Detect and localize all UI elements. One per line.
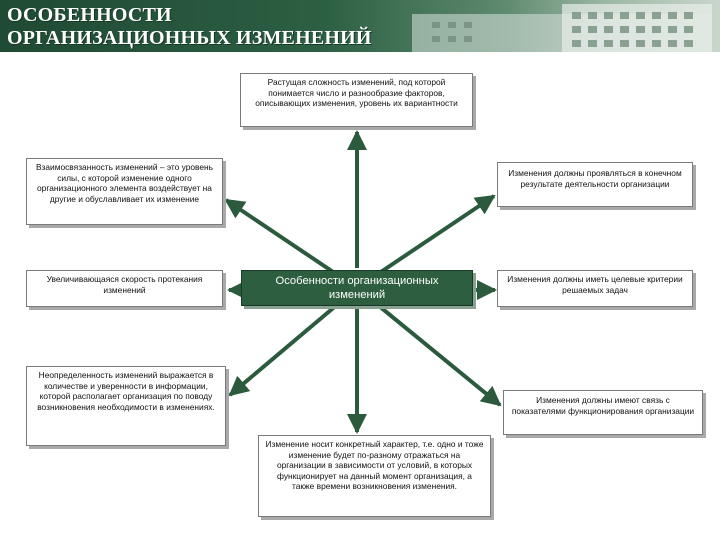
box-text: Изменения должны иметь целевые критерии … bbox=[507, 274, 683, 295]
box-text: Растущая сложность изменений, под которо… bbox=[255, 77, 458, 109]
page-title: ОСОБЕННОСТИ ОРГАНИЗАЦИОННЫХ ИЗМЕНЕНИЙ bbox=[7, 4, 372, 50]
arrow-to-right-bottom bbox=[355, 286, 502, 407]
box-text: Неопределенность изменений выражается в … bbox=[37, 370, 215, 412]
central-node: Особенности организационных изменений bbox=[241, 270, 473, 306]
box-final-result: Изменения должны проявляться в конечном … bbox=[497, 162, 693, 207]
box-specific-character: Изменение носит конкретный характер, т.е… bbox=[258, 435, 491, 517]
box-interconnectedness: Взаимосвязанность изменений – это уровен… bbox=[26, 158, 223, 225]
box-target-criteria: Изменения должны иметь целевые критерии … bbox=[497, 270, 693, 307]
box-performance-link: Изменения должны имеют связь с показател… bbox=[503, 390, 703, 435]
building-photo-image bbox=[412, 4, 712, 52]
title-line-1: ОСОБЕННОСТИ bbox=[7, 4, 172, 26]
central-node-label: Особенности организационных изменений bbox=[275, 275, 439, 301]
box-text: Взаимосвязанность изменений – это уровен… bbox=[35, 162, 214, 204]
box-uncertainty: Неопределенность изменений выражается в … bbox=[26, 366, 226, 446]
box-text: Изменения должны проявляться в конечном … bbox=[508, 168, 682, 189]
box-text: Изменения должны имеют связь с показател… bbox=[511, 395, 695, 416]
box-increasing-speed: Увеличивающаяся скорость протекания изме… bbox=[26, 270, 223, 307]
header-banner: ОСОБЕННОСТИ ОРГАНИЗАЦИОННЫХ ИЗМЕНЕНИЙ bbox=[0, 0, 720, 52]
box-text: Увеличивающаяся скорость протекания изме… bbox=[46, 274, 203, 295]
box-growing-complexity: Растущая сложность изменений, под которо… bbox=[240, 73, 473, 127]
title-line-2: ОРГАНИЗАЦИОННЫХ ИЗМЕНЕНИЙ bbox=[7, 27, 372, 49]
box-text: Изменение носит конкретный характер, т.е… bbox=[265, 439, 484, 492]
